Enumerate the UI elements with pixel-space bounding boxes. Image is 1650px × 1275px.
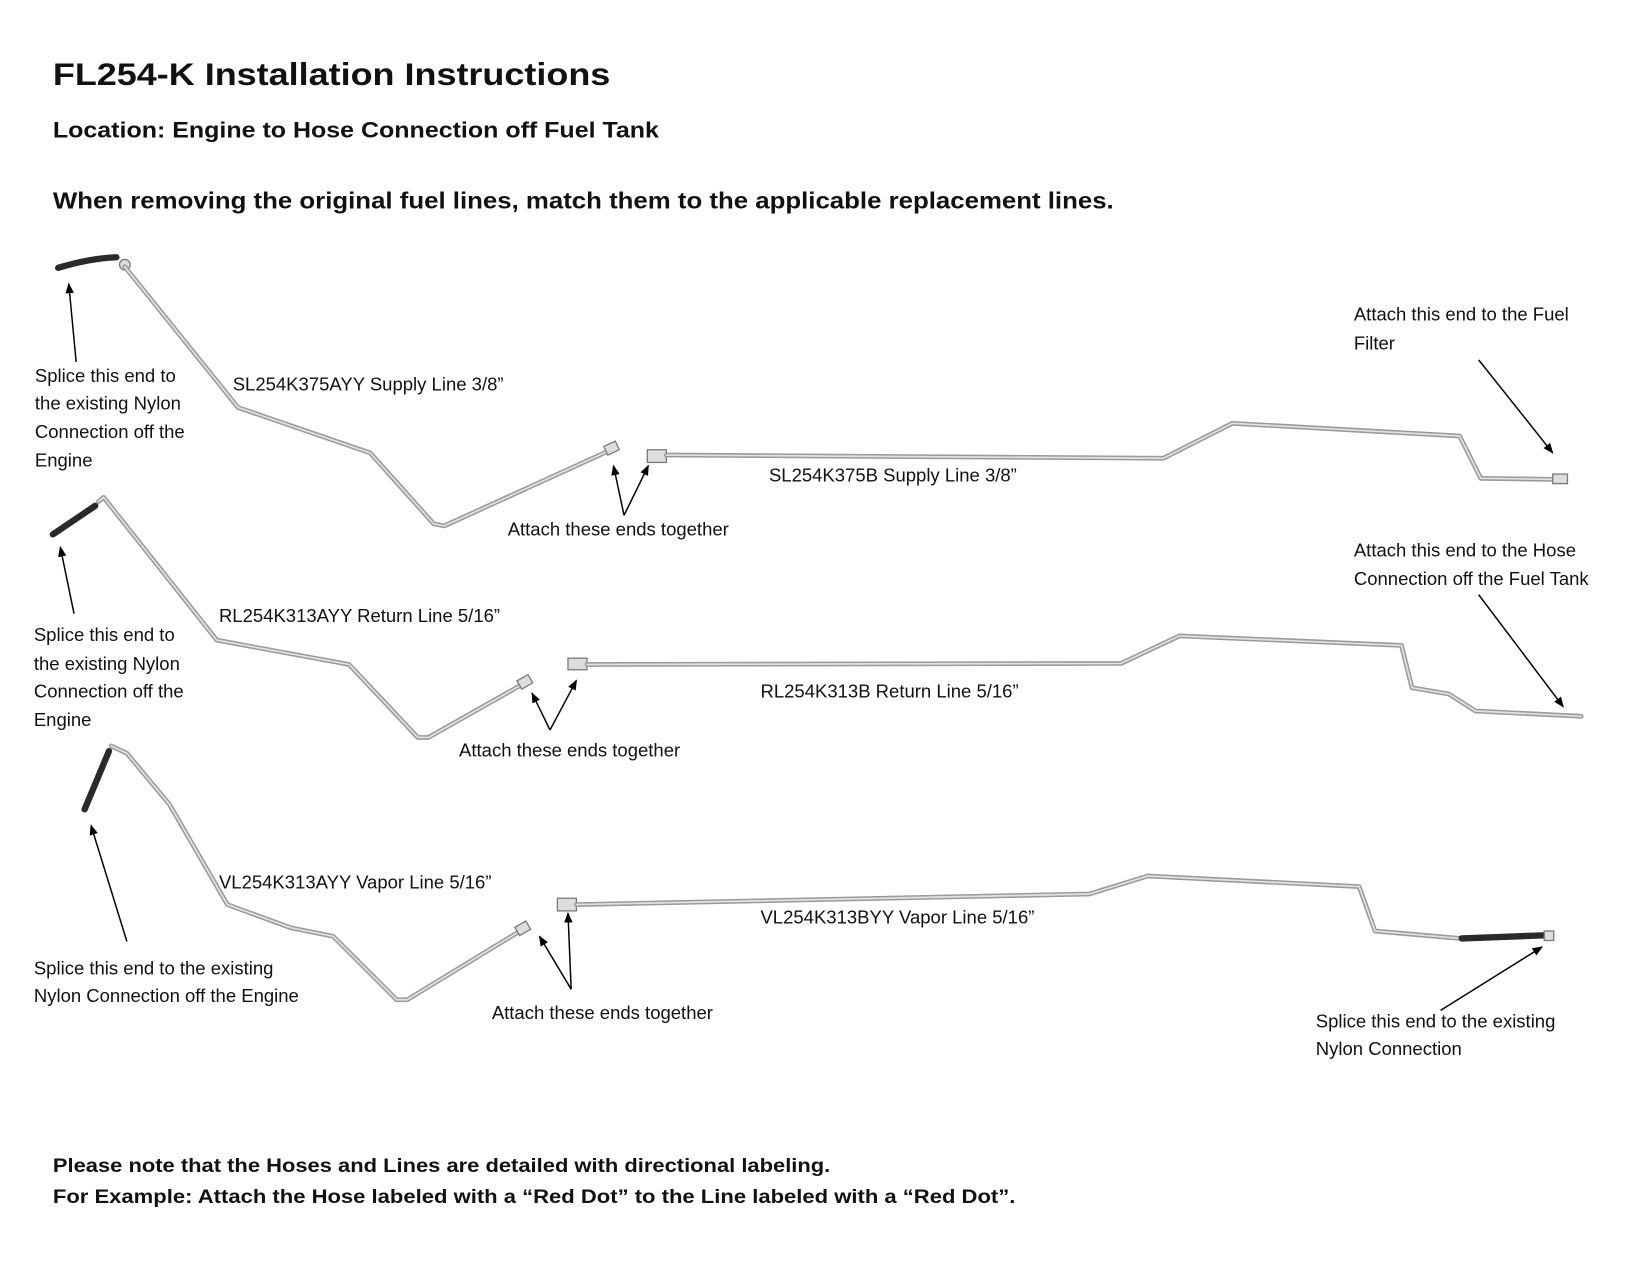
arrow-icon xyxy=(89,824,128,942)
vapor-splice-note: Splice this end to the existing Nylon Co… xyxy=(34,957,299,1006)
arrow-icon xyxy=(611,464,625,516)
svg-text:Connection off the Fuel Tank: Connection off the Fuel Tank xyxy=(1354,568,1590,589)
vapor-end-note: Splice this end to the existing Nylon Co… xyxy=(1316,1010,1556,1059)
arrow-icon xyxy=(549,679,578,731)
location-heading: Location: Engine to Hose Connection off … xyxy=(53,118,660,143)
return-attach-together-note: Attach these ends together xyxy=(459,739,680,760)
arrow-icon xyxy=(564,911,573,990)
instruction-heading: When removing the original fuel lines, m… xyxy=(53,188,1114,214)
svg-text:Engine: Engine xyxy=(34,709,92,730)
svg-text:Engine: Engine xyxy=(35,450,93,471)
svg-text:Filter: Filter xyxy=(1354,332,1395,353)
arrow-icon xyxy=(65,282,77,363)
arrow-icon xyxy=(623,464,650,516)
supply-end-note: Attach this end to the Fuel Filter xyxy=(1354,304,1569,354)
page-title: FL254-K Installation Instructions xyxy=(53,56,610,92)
supply-line-a xyxy=(55,254,621,529)
svg-text:the existing Nylon: the existing Nylon xyxy=(34,653,180,674)
svg-text:Splice this end to: Splice this end to xyxy=(34,624,175,645)
vapor-line-b-label: VL254K313BYY Vapor Line 5/16” xyxy=(760,907,1034,928)
svg-text:Splice this end to the existin: Splice this end to the existing xyxy=(1316,1010,1556,1031)
supply-splice-note: Splice this end to the existing Nylon Co… xyxy=(35,365,185,471)
return-splice-note: Splice this end to the existing Nylon Co… xyxy=(34,624,184,730)
supply-line-b xyxy=(646,420,1569,485)
supply-attach-together-note: Attach these ends together xyxy=(508,518,729,539)
return-line-b xyxy=(567,633,1584,719)
vapor-line-a-label: VL254K313AYY Vapor Line 5/16” xyxy=(219,872,492,893)
svg-text:Splice this end to: Splice this end to xyxy=(35,365,176,386)
svg-text:Connection off the: Connection off the xyxy=(34,680,184,701)
arrow-icon xyxy=(1478,359,1554,454)
supply-line-a-label: SL254K375AYY Supply Line 3/8” xyxy=(233,374,504,395)
arrow-icon xyxy=(531,692,551,731)
vapor-line-a xyxy=(81,743,532,1003)
footer-example: For Example: Attach the Hose labeled wit… xyxy=(53,1186,1016,1208)
return-line-b-label: RL254K313B Return Line 5/16” xyxy=(760,680,1018,701)
supply-line-b-label: SL254K375B Supply Line 3/8” xyxy=(769,464,1017,485)
arrow-icon xyxy=(58,546,75,614)
svg-text:Splice this end to the existin: Splice this end to the existing xyxy=(34,957,274,978)
svg-text:Attach this end to the Hose: Attach this end to the Hose xyxy=(1354,540,1576,561)
arrow-icon xyxy=(538,935,572,990)
return-line-a xyxy=(49,494,534,740)
arrow-icon xyxy=(1440,946,1544,1011)
svg-text:Attach this end to the Fuel: Attach this end to the Fuel xyxy=(1354,304,1569,325)
vapor-line-b xyxy=(556,873,1555,942)
svg-text:Nylon Connection: Nylon Connection xyxy=(1316,1038,1462,1059)
svg-text:the existing Nylon: the existing Nylon xyxy=(35,393,181,414)
svg-text:Nylon Connection off the Engin: Nylon Connection off the Engine xyxy=(34,985,299,1006)
footer-note: Please note that the Hoses and Lines are… xyxy=(53,1155,830,1177)
svg-text:Connection off the: Connection off the xyxy=(35,421,185,442)
vapor-attach-together-note: Attach these ends together xyxy=(492,1002,713,1023)
return-line-a-label: RL254K313AYY Return Line 5/16” xyxy=(219,605,500,626)
return-end-note: Attach this end to the Hose Connection o… xyxy=(1354,540,1590,590)
arrow-icon xyxy=(1478,594,1564,708)
